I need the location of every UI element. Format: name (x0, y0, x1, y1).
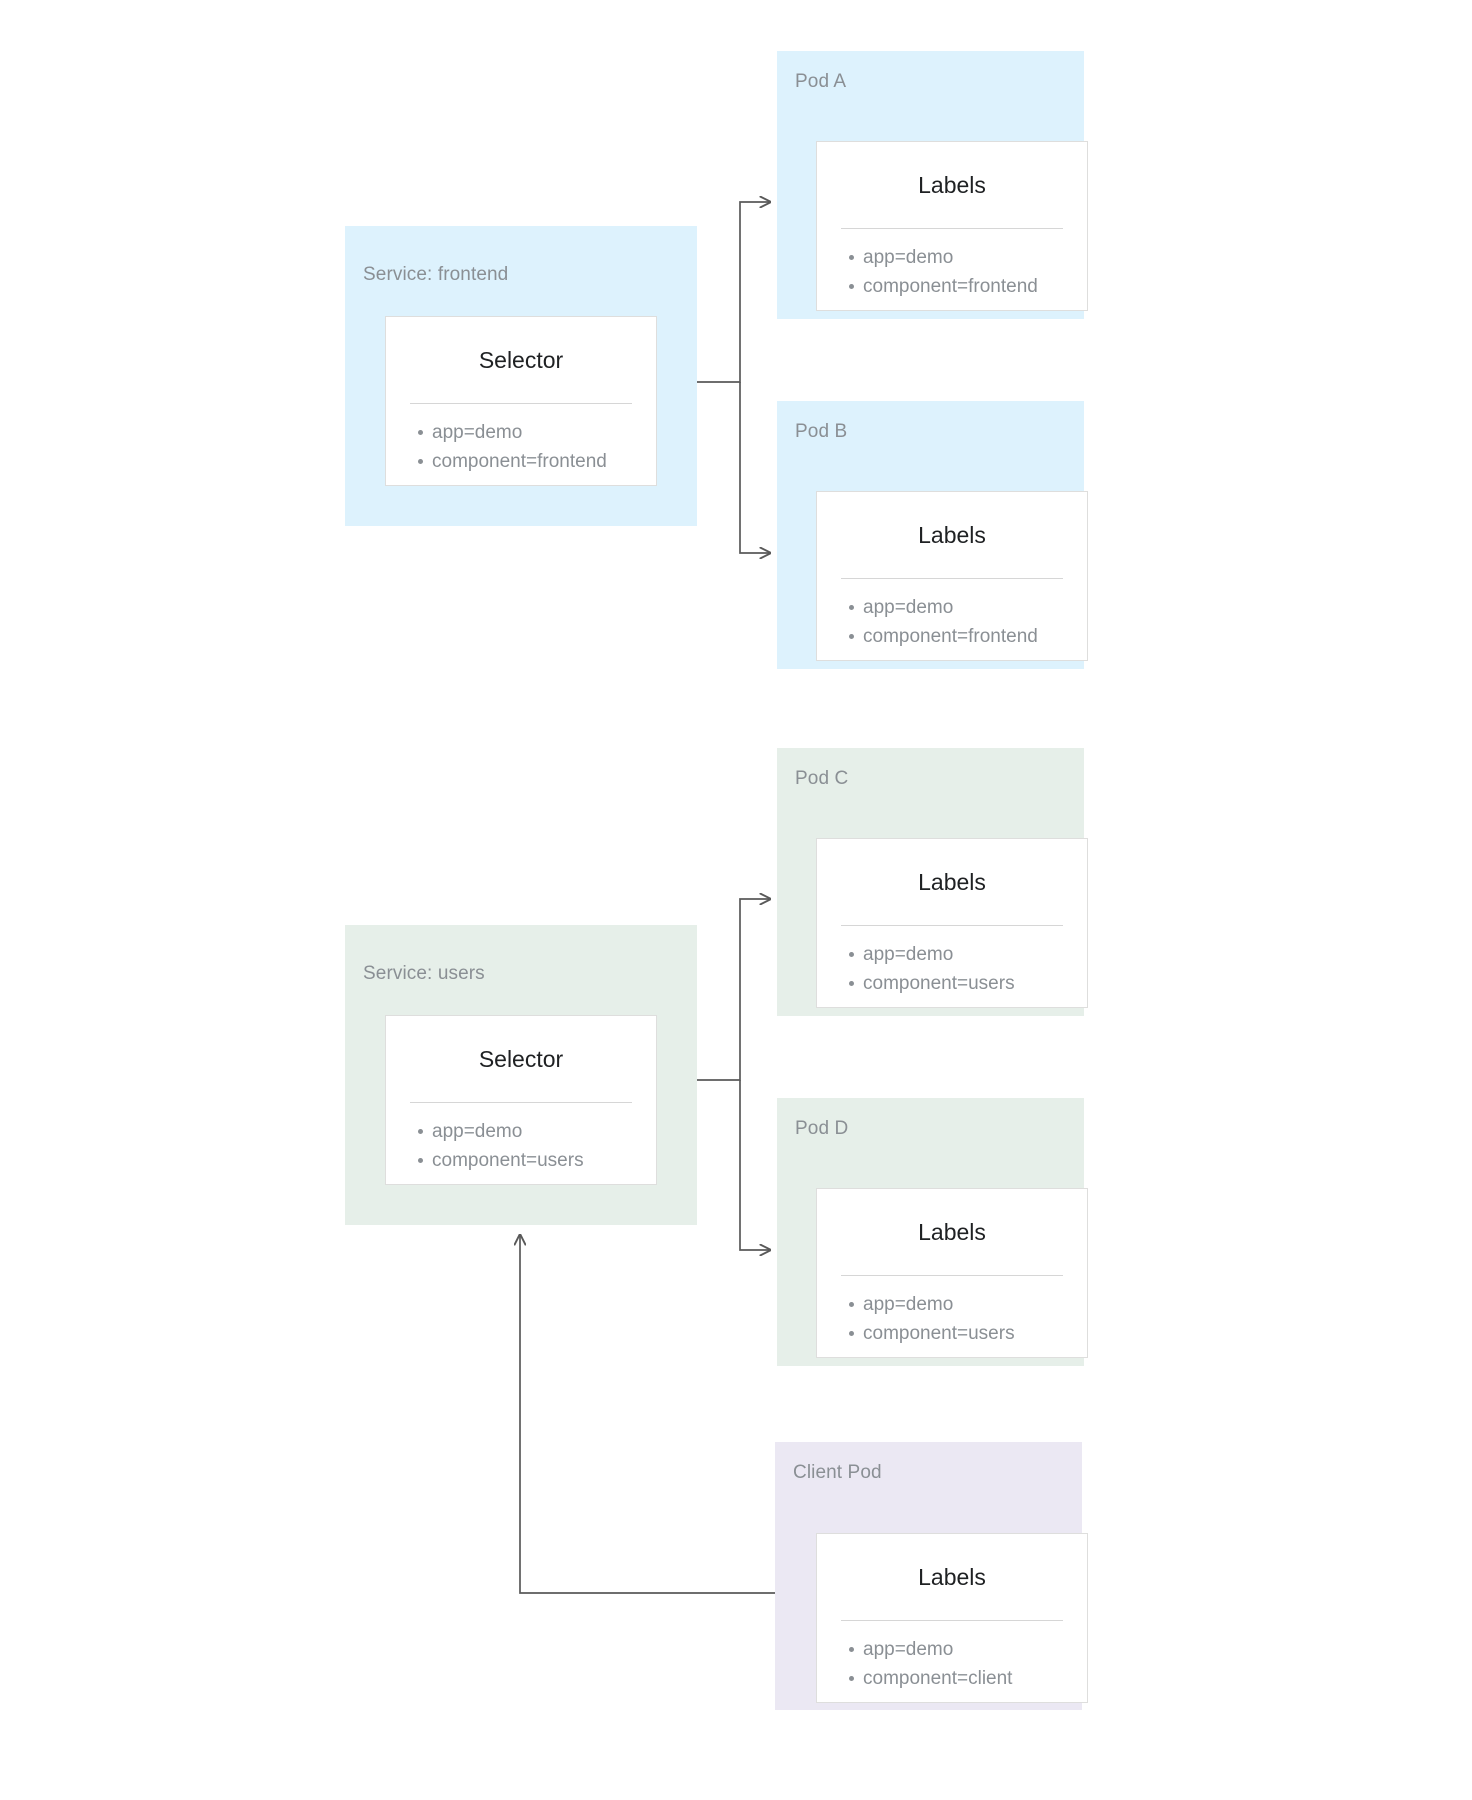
list-item: app=demo (418, 418, 656, 447)
list-item: component=users (849, 1319, 1087, 1348)
card-list-labels-client-pod: app=demo component=client (817, 1621, 1087, 1693)
list-item: component=frontend (418, 447, 656, 476)
group-title-client-pod: Client Pod (793, 1462, 882, 1483)
card-list-selector-frontend: app=demo component=frontend (386, 404, 656, 476)
card-selector-frontend[interactable]: Selector app=demo component=frontend (385, 316, 657, 486)
card-labels-pod-b[interactable]: Labels app=demo component=frontend (816, 491, 1088, 661)
connector-frontend-to-pod-b (739, 382, 770, 553)
group-title-service-frontend: Service: frontend (363, 264, 509, 285)
list-item: app=demo (849, 940, 1087, 969)
group-title-pod-b: Pod B (795, 421, 848, 442)
list-item: component=users (418, 1146, 656, 1175)
card-title-labels-pod-a: Labels (918, 172, 986, 198)
group-title-service-users: Service: users (363, 963, 485, 984)
card-labels-pod-d[interactable]: Labels app=demo component=users (816, 1188, 1088, 1358)
list-item: component=users (849, 969, 1087, 998)
connector-frontend-to-pod-a (697, 202, 770, 383)
card-list-labels-pod-b: app=demo component=frontend (817, 579, 1087, 651)
list-item: component=frontend (849, 622, 1087, 651)
card-divider (410, 402, 632, 404)
connector-users-to-pod-c (697, 899, 770, 1081)
list-item: app=demo (849, 1635, 1087, 1664)
list-item: app=demo (849, 243, 1087, 272)
card-labels-pod-c[interactable]: Labels app=demo component=users (816, 838, 1088, 1008)
card-title-labels-pod-c: Labels (918, 869, 986, 895)
card-divider (841, 1274, 1063, 1276)
connector-client-to-service-users (520, 1235, 775, 1594)
group-title-pod-a: Pod A (795, 71, 847, 92)
connector-users-to-pod-d (739, 1080, 770, 1250)
card-list-labels-pod-a: app=demo component=frontend (817, 229, 1087, 301)
list-item: component=client (849, 1664, 1087, 1693)
card-title-labels-pod-b: Labels (918, 522, 986, 548)
card-divider (841, 924, 1063, 926)
group-title-pod-d: Pod D (795, 1118, 849, 1139)
card-selector-users[interactable]: Selector app=demo component=users (385, 1015, 657, 1185)
card-divider (841, 227, 1063, 229)
card-title-labels-client-pod: Labels (918, 1564, 986, 1590)
card-divider (841, 577, 1063, 579)
list-item: app=demo (418, 1117, 656, 1146)
card-title-selector-users: Selector (478, 1046, 564, 1072)
list-item: component=frontend (849, 272, 1087, 301)
card-labels-client-pod[interactable]: Labels app=demo component=client (816, 1533, 1088, 1703)
card-title-labels-pod-d: Labels (918, 1219, 986, 1245)
card-labels-pod-a[interactable]: Labels app=demo component=frontend (816, 141, 1088, 311)
list-item: app=demo (849, 1290, 1087, 1319)
card-title-selector-frontend: Selector (478, 347, 564, 373)
card-divider (410, 1101, 632, 1103)
group-title-pod-c: Pod C (795, 768, 849, 789)
card-list-labels-pod-c: app=demo component=users (817, 926, 1087, 998)
card-list-selector-users: app=demo component=users (386, 1103, 656, 1175)
card-divider (841, 1619, 1063, 1621)
card-list-labels-pod-d: app=demo component=users (817, 1276, 1087, 1348)
list-item: app=demo (849, 593, 1087, 622)
